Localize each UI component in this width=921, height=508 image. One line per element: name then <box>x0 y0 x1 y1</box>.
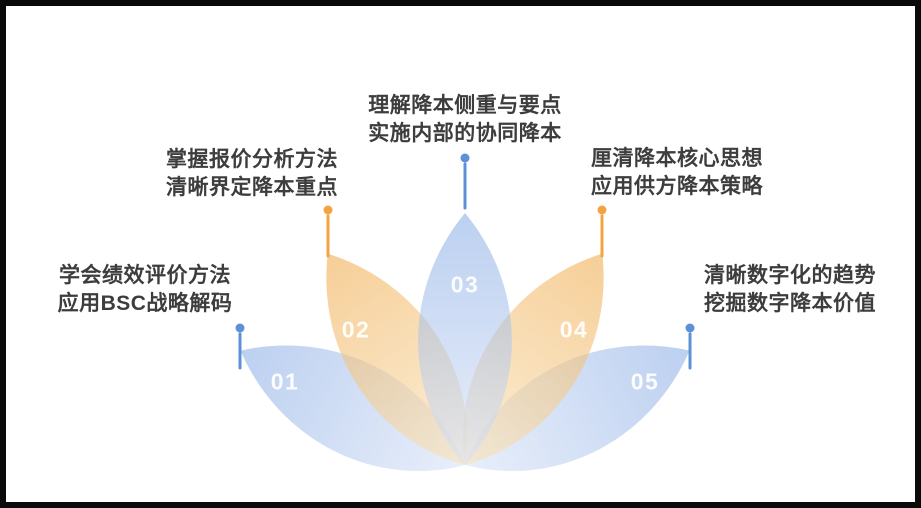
label-line: 掌握报价分析方法 <box>166 148 338 171</box>
label-item-02: 掌握报价分析方法 清晰界定降本重点 <box>102 146 402 202</box>
label-item-03: 理解降本侧重与要点 实施内部的协同降本 <box>315 92 615 148</box>
petal-01 <box>240 345 465 472</box>
petal-number-03: 03 <box>450 271 480 298</box>
petal-02 <box>326 253 468 465</box>
petal-03 <box>418 213 512 465</box>
label-item-05: 清晰数字化的趋势 挖掘数字降本价值 <box>640 262 915 318</box>
label-line: 厘清降本核心思想 <box>591 147 763 170</box>
label-line: 清晰界定降本重点 <box>166 176 338 199</box>
petal-number-02: 02 <box>341 316 371 343</box>
label-line: 清晰数字化的趋势 <box>704 264 876 287</box>
petal-number-05: 05 <box>630 368 660 395</box>
connector-dot-01 <box>235 323 245 333</box>
connector-dot-05 <box>685 323 695 333</box>
label-line: 应用供方降本策略 <box>591 175 763 198</box>
lotus-flower-graphic <box>235 153 695 472</box>
label-line: 学会绩效评价方法 <box>59 264 231 287</box>
label-item-04: 厘清降本核心思想 应用供方降本策略 <box>527 145 827 201</box>
label-line: 挖掘数字降本价值 <box>704 292 876 315</box>
connector-dot-02 <box>323 205 333 215</box>
label-line: 理解降本侧重与要点 <box>368 94 562 117</box>
label-line: 实施内部的协同降本 <box>368 122 562 145</box>
petals <box>240 213 690 472</box>
connector-dot-03 <box>460 153 470 163</box>
petal-number-04: 04 <box>559 316 589 343</box>
label-item-01: 学会绩效评价方法 应用BSC战略解码 <box>6 262 295 318</box>
petal-05 <box>465 345 690 472</box>
petal-04 <box>462 253 604 465</box>
label-line: 应用BSC战略解码 <box>57 292 233 315</box>
connectors <box>235 153 695 370</box>
connector-dot-04 <box>597 205 607 215</box>
petal-number-01: 01 <box>270 368 300 395</box>
